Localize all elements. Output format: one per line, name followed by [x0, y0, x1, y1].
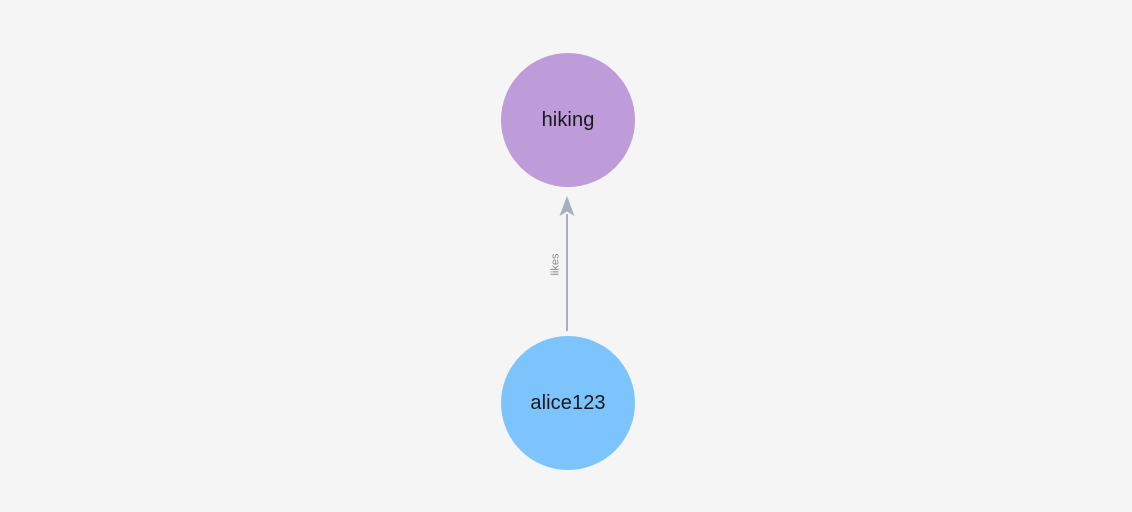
edge-label-likes: likes — [549, 253, 562, 276]
edge-alice123-likes-hiking[interactable] — [559, 196, 575, 331]
node-label-hiking: hiking — [541, 109, 595, 131]
graph-node-hiking[interactable]: hiking — [501, 53, 635, 187]
edge-arrowhead-icon — [559, 196, 575, 216]
node-label-alice123: alice123 — [530, 392, 606, 414]
graph-node-alice123[interactable]: alice123 — [501, 336, 635, 470]
